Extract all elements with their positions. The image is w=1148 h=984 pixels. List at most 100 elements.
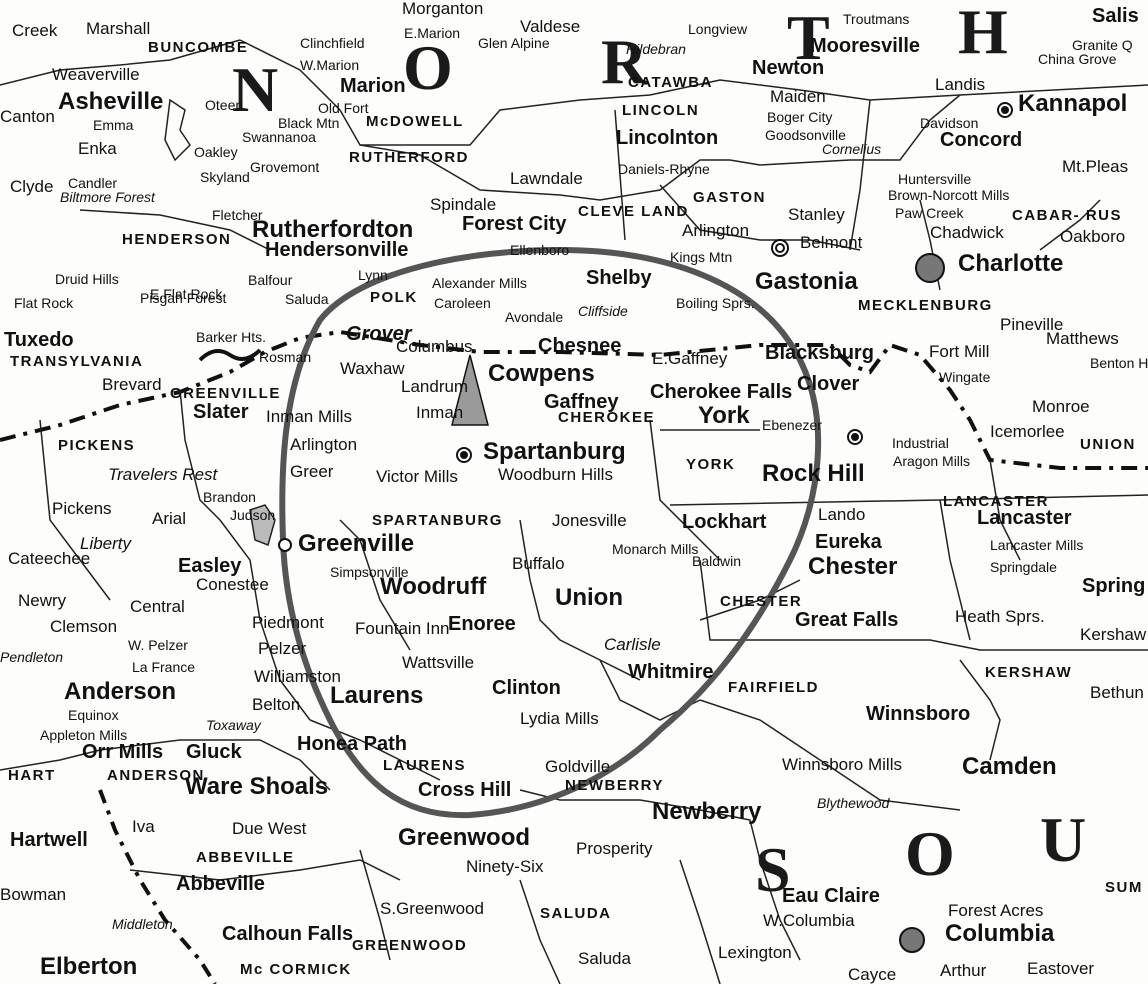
place-label: Boger City bbox=[767, 109, 833, 125]
place-label: Maiden bbox=[770, 87, 826, 106]
place-label: China Grove bbox=[1038, 51, 1117, 67]
place-label: Greenville bbox=[298, 530, 415, 557]
place-label: W. Pelzer bbox=[128, 637, 188, 653]
place-label: Belmont bbox=[800, 233, 863, 252]
place-label: Charlotte bbox=[958, 250, 1064, 277]
place-label: Black Mtn bbox=[278, 115, 340, 131]
place-label: Bethun bbox=[1090, 683, 1144, 702]
place-label: Matthews bbox=[1046, 329, 1119, 348]
place-label: Tuxedo bbox=[4, 329, 74, 351]
county-label: CATAWBA bbox=[628, 74, 713, 91]
place-label: Arlington bbox=[290, 435, 358, 454]
county-label: HART bbox=[8, 767, 56, 784]
place-label: Victor Mills bbox=[376, 467, 458, 486]
place-label: Morganton bbox=[402, 0, 484, 18]
place-label: Barker Hts. bbox=[196, 329, 267, 345]
county-label: LAURENS bbox=[383, 757, 467, 774]
county-label: CABAR- RUS bbox=[1012, 207, 1122, 224]
place-label: Inman bbox=[416, 403, 464, 422]
county-label: GASTON bbox=[693, 189, 766, 206]
county-label: GREENVILLE bbox=[170, 385, 281, 402]
place-label: Woodruff bbox=[380, 573, 487, 600]
place-label: Liberty bbox=[80, 534, 132, 553]
place-label: Prosperity bbox=[576, 839, 653, 858]
place-label: Oakboro bbox=[1060, 227, 1126, 246]
state-letter: H bbox=[958, 0, 1008, 67]
county-label: MECKLENBURG bbox=[858, 297, 993, 314]
state-letter: O bbox=[403, 32, 453, 103]
county-label: BUNCOMBE bbox=[148, 39, 249, 56]
place-label: Hildebran bbox=[626, 41, 686, 57]
place-label: Emma bbox=[93, 117, 134, 133]
place-label: Spindale bbox=[430, 195, 497, 214]
place-label: Cliffside bbox=[578, 303, 628, 319]
place-label: Longview bbox=[688, 21, 748, 37]
place-label: Avondale bbox=[505, 309, 564, 325]
place-label: Arial bbox=[152, 509, 187, 528]
place-label: Marshall bbox=[86, 19, 151, 38]
place-label: Piedmont bbox=[252, 613, 324, 632]
place-label: Alexander Mills bbox=[432, 275, 527, 291]
place-label: Monroe bbox=[1032, 397, 1090, 416]
place-label: Lancaster Mills bbox=[990, 537, 1084, 553]
place-label: Granite Q bbox=[1072, 37, 1133, 53]
place-label: Flat Rock bbox=[14, 295, 74, 311]
place-label: Toxaway bbox=[206, 717, 261, 733]
place-label: Camden bbox=[962, 753, 1057, 780]
place-label: Chesnee bbox=[538, 335, 622, 357]
place-label: Saluda bbox=[578, 949, 631, 968]
place-label: Conestee bbox=[196, 575, 269, 594]
place-label: W.Marion bbox=[300, 57, 360, 73]
place-label: Davidson bbox=[920, 115, 979, 131]
county-label: RUTHERFORD bbox=[349, 149, 469, 166]
city-markers bbox=[278, 102, 1013, 953]
place-label: Hendersonville bbox=[265, 239, 409, 261]
place-label: Ellenboro bbox=[510, 242, 570, 258]
place-label: Central bbox=[130, 597, 185, 616]
county-label: ANDERSON bbox=[107, 767, 205, 784]
place-label: Iva bbox=[132, 817, 155, 836]
place-label: Benton Hts bbox=[1090, 355, 1148, 371]
place-label: Jonesville bbox=[552, 511, 627, 530]
place-label: Cornelius bbox=[822, 141, 882, 157]
county-label: Mc CORMICK bbox=[240, 961, 352, 978]
place-label: Stanley bbox=[788, 205, 845, 224]
place-label: Swannanoa bbox=[242, 129, 316, 145]
place-label: Kannapol bbox=[1018, 90, 1128, 117]
place-label: Spartanburg bbox=[483, 438, 626, 465]
place-label: Lydia Mills bbox=[520, 709, 599, 728]
place-label: Valdese bbox=[520, 17, 581, 36]
place-label: Rosman bbox=[259, 349, 312, 365]
place-label: Gluck bbox=[186, 741, 242, 763]
place-label: Boiling Sprs. bbox=[676, 295, 755, 311]
place-label: Newberry bbox=[652, 798, 762, 825]
place-label: Troutmans bbox=[843, 11, 910, 27]
place-label: Grovemont bbox=[250, 159, 320, 175]
place-label: Honea Path bbox=[297, 733, 408, 755]
place-label: Kings Mtn bbox=[670, 249, 733, 265]
place-label: Goldville bbox=[545, 757, 611, 776]
place-label: Kershaw bbox=[1080, 625, 1147, 644]
place-label: Pelzer bbox=[258, 639, 307, 658]
place-label: Lando bbox=[818, 505, 866, 524]
radius-circle bbox=[279, 246, 822, 819]
state-letter: O bbox=[905, 818, 955, 889]
place-label: Ebenezer bbox=[762, 417, 822, 433]
place-label: S.Greenwood bbox=[380, 899, 484, 918]
place-label: Weaverville bbox=[52, 65, 140, 84]
place-label: Enka bbox=[78, 139, 117, 158]
place-label: Middleton bbox=[112, 916, 173, 932]
place-label: Lawndale bbox=[510, 169, 583, 188]
place-label: Chadwick bbox=[930, 223, 1004, 242]
county-label: UNION bbox=[1080, 436, 1136, 453]
place-label: Canton bbox=[0, 107, 55, 126]
place-label: Due West bbox=[232, 819, 307, 838]
place-label: Slater bbox=[193, 401, 249, 423]
place-label: Laurens bbox=[330, 682, 424, 709]
place-label: Blythewood bbox=[817, 795, 890, 811]
monument-icon bbox=[451, 354, 489, 426]
place-label: Druid Hills bbox=[55, 271, 119, 287]
place-label: Chester bbox=[808, 553, 898, 580]
place-label: Industrial bbox=[892, 435, 949, 451]
place-label: La France bbox=[132, 659, 196, 675]
